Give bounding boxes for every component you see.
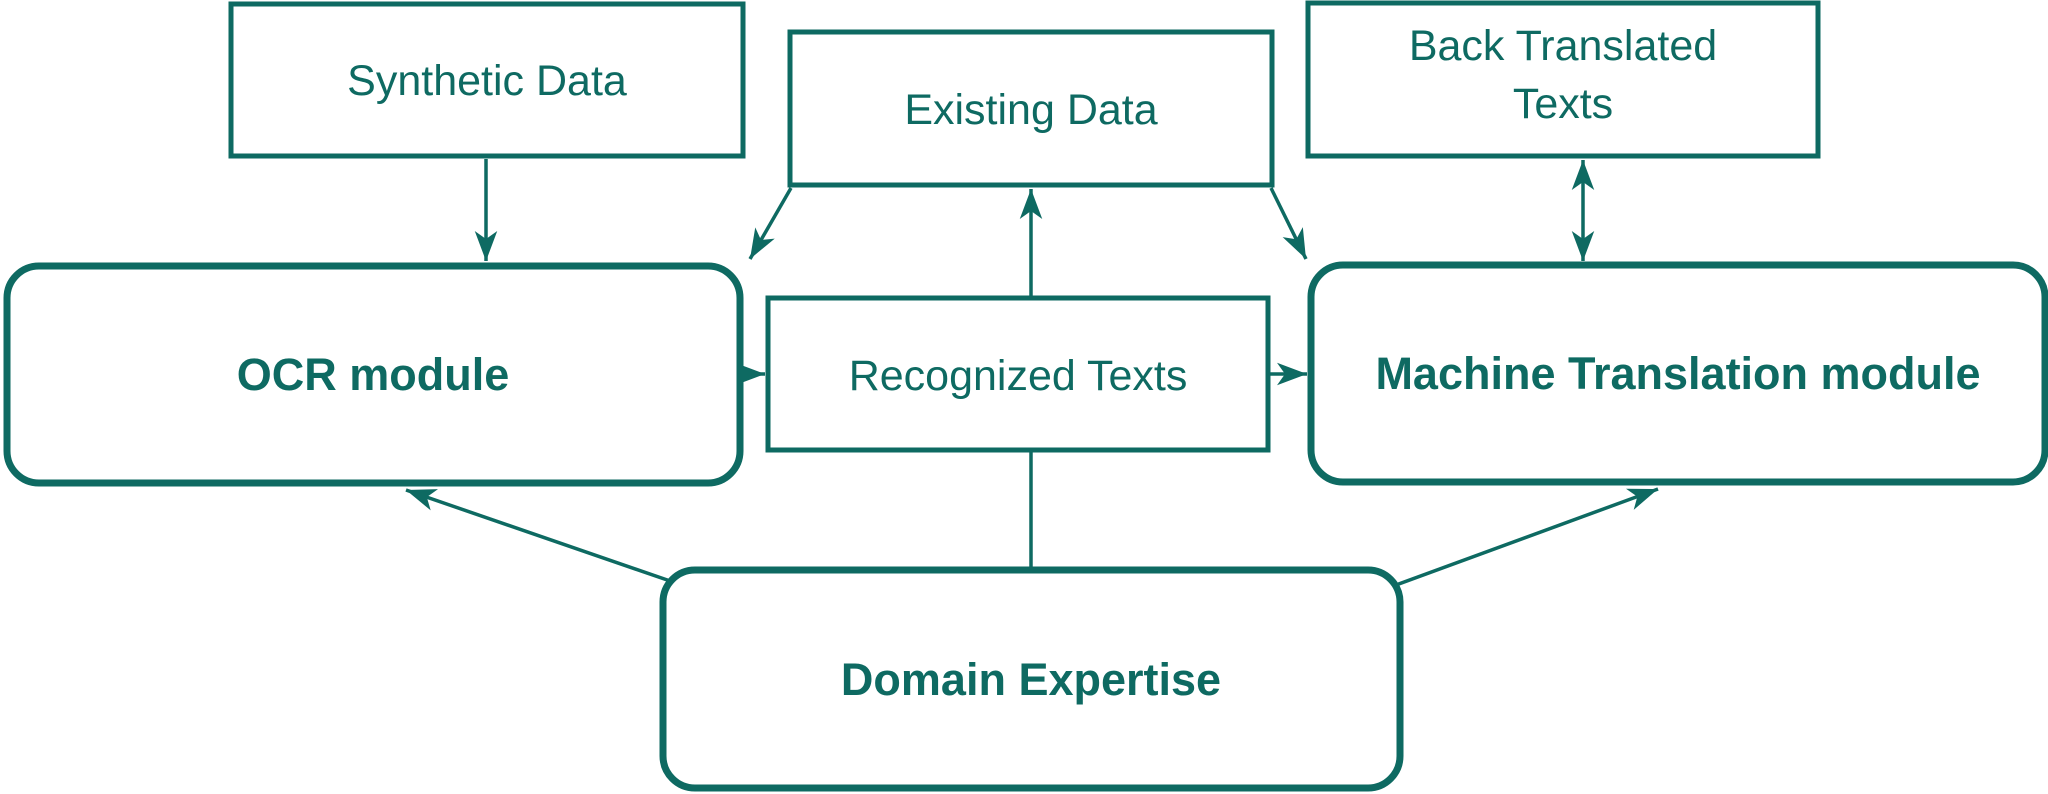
edge-existing-data-to-ocr-module: [748, 187, 793, 260]
node-existing-data: Existing Data: [787, 29, 1275, 188]
existing-data-label: Existing Data: [904, 86, 1157, 134]
edge-domain-expertise-to-ocr-module: [405, 488, 677, 585]
node-synthetic-data: Synthetic Data: [228, 1, 746, 159]
ocr-module-label: OCR module: [237, 349, 510, 400]
node-ocr-module: OCR module: [3, 262, 744, 487]
edge-domain-expertise-to-machine-translation-module: [1395, 487, 1659, 587]
edge-existing-data-to-machine-translation-module: [1269, 187, 1308, 260]
back-translated-texts-label-line2: Texts: [1513, 80, 1613, 128]
machine-translation-module-label: Machine Translation module: [1375, 348, 1980, 399]
node-recognized-texts: Recognized Texts: [765, 295, 1271, 453]
recognized-texts-label: Recognized Texts: [849, 352, 1188, 400]
node-back-translated-texts: Back Translated Texts: [1305, 0, 1821, 159]
back-translated-texts-label-line1: Back Translated: [1409, 22, 1717, 70]
domain-expertise-label: Domain Expertise: [841, 654, 1221, 705]
node-domain-expertise: Domain Expertise: [659, 566, 1404, 792]
synthetic-data-label: Synthetic Data: [347, 57, 627, 105]
node-machine-translation-module: Machine Translation module: [1307, 261, 2048, 486]
